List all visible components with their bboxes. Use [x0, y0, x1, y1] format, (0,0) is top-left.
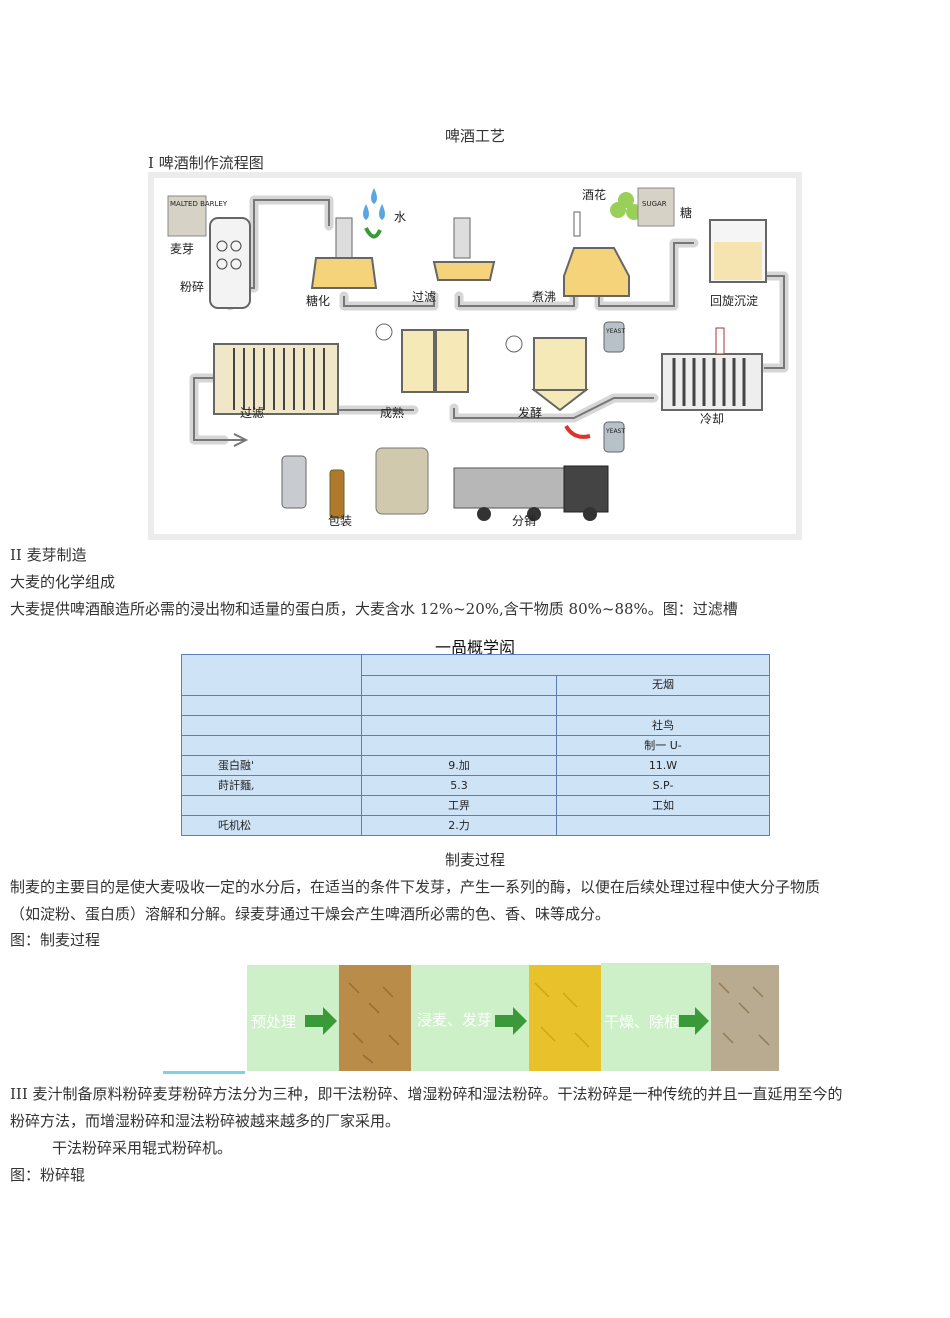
table-cell	[181, 715, 362, 736]
label-filter1: 过滤	[412, 290, 437, 304]
table-cell: 工如	[556, 795, 770, 816]
dry-milling-paragraph: 干法粉碎采用辊式粉碎机。	[52, 1139, 233, 1157]
table-cell: 9.加	[361, 755, 557, 776]
table-cell	[361, 715, 557, 736]
table-cell: 5.3	[361, 775, 557, 796]
label-filter2: 过滤	[240, 406, 265, 420]
table-row: 莳訐麵, 5.3 S.P-	[181, 775, 770, 796]
label-cool: 冷却	[700, 412, 725, 426]
table-cell: 社鸟	[556, 715, 770, 736]
table-cell	[556, 815, 770, 836]
table-row: 蛋白融' 9.加 11.W	[181, 755, 770, 776]
label-mature: 成熟	[380, 406, 405, 420]
table-cell	[181, 795, 362, 816]
flow-diagram-svg	[167, 187, 789, 521]
table-cell	[181, 735, 362, 756]
table-cell	[361, 654, 770, 676]
page-title: 啤酒工艺	[444, 127, 505, 145]
table-cell: 无烟	[556, 674, 770, 696]
label-crush: 粉碎	[180, 280, 205, 294]
label-sugar: 糖	[680, 206, 693, 220]
section-1-heading: I 啤酒制作流程图	[148, 154, 264, 172]
table-cell: 莳訐麵,	[181, 775, 362, 796]
table-cell: 工畀	[361, 795, 557, 816]
table-cell: 2.力	[361, 815, 557, 836]
malting-process-figure: 预处理 浸麦、发芽 干燥、除根	[163, 963, 779, 1075]
table-cell: 吒机松	[181, 815, 362, 836]
brewing-flow-diagram: MALTED BARLEY 麦芽 粉碎 水 糖化 过滤 煮沸 酒花 SUGAR …	[148, 172, 802, 540]
table-row	[181, 695, 770, 716]
table-title: 一咼概学闳	[434, 638, 515, 657]
table-row: 工畀 工如	[181, 795, 770, 816]
table-cell: 蛋白融'	[181, 755, 362, 776]
label-malt: 麦芽	[170, 242, 195, 256]
malt-step-2: 浸麦、发芽	[417, 1011, 493, 1029]
section-2-subheading: 大麦的化学组成	[10, 573, 116, 591]
yeast-label-1: YEAST	[606, 328, 626, 335]
label-hops: 酒花	[582, 188, 607, 202]
table-cell: 制一 U-	[556, 735, 770, 756]
label-package: 包装	[328, 514, 353, 528]
malting-paragraph-line2: （如淀粉、蛋白质）溶解和分解。绿麦芽通过干燥会产生啤酒所必需的色、香、味等成分。	[10, 905, 611, 923]
malt-step-1: 预处理	[251, 1013, 297, 1031]
label-mash: 糖化	[306, 294, 331, 308]
label-boil: 煮沸	[532, 290, 557, 304]
crush-roller-caption: 图：粉碎辊	[10, 1166, 86, 1184]
table-row: 社鸟	[181, 715, 770, 736]
label-ferment: 发酵	[518, 406, 543, 420]
table-cell	[361, 695, 557, 716]
malt-step-3: 干燥、除根	[604, 1013, 680, 1031]
malting-paragraph-line1: 制麦的主要目的是使大麦吸收一定的水分后，在适当的条件下发芽，产生一系列的酶，以便…	[10, 878, 821, 896]
table-row: 制一 U-	[181, 735, 770, 756]
section-3-paragraph-line2: 粉碎方法，而增湿粉碎和湿法粉碎被越来越多的厂家采用。	[10, 1112, 401, 1130]
section-2-heading: II 麦芽制造	[10, 546, 87, 564]
table-cell	[361, 674, 557, 696]
malting-caption: 制麦过程	[444, 851, 505, 869]
table-cell: S.P-	[556, 775, 770, 796]
table-row	[181, 654, 770, 696]
malting-figure-svg	[163, 963, 779, 1074]
label-whirlpool: 回旋沉淀	[710, 294, 759, 308]
label-distribute: 分销	[512, 514, 537, 528]
label-water: 水	[394, 210, 407, 224]
table-row: 无烟	[182, 674, 770, 696]
yeast-label-2: YEAST	[606, 428, 626, 435]
table-cell	[361, 735, 557, 756]
section-3-paragraph-line1: III 麦汁制备原料粉碎麦芽粉碎方法分为三种，即干法粉碎、增湿粉碎和湿法粉碎。干…	[10, 1085, 843, 1103]
sugar-bag-label: SUGAR	[642, 200, 667, 208]
table-cell: 11.W	[556, 755, 770, 776]
barley-composition-table: 无烟 社鸟 制一 U- 蛋白融' 9.加 11.W 莳訐麵, 5.3 S.P- …	[181, 654, 770, 836]
table-row: 吒机松 2.力	[181, 815, 770, 836]
table-cell	[181, 695, 362, 716]
malting-figure-caption: 图：制麦过程	[10, 931, 101, 949]
malt-bag-label: MALTED BARLEY	[170, 200, 228, 208]
table-cell	[556, 695, 770, 716]
table-cell	[181, 654, 362, 696]
section-2-paragraph: 大麦提供啤酒酿造所必需的浸出物和适量的蛋白质，大麦含水 12%~20%,含干物质…	[10, 600, 738, 618]
